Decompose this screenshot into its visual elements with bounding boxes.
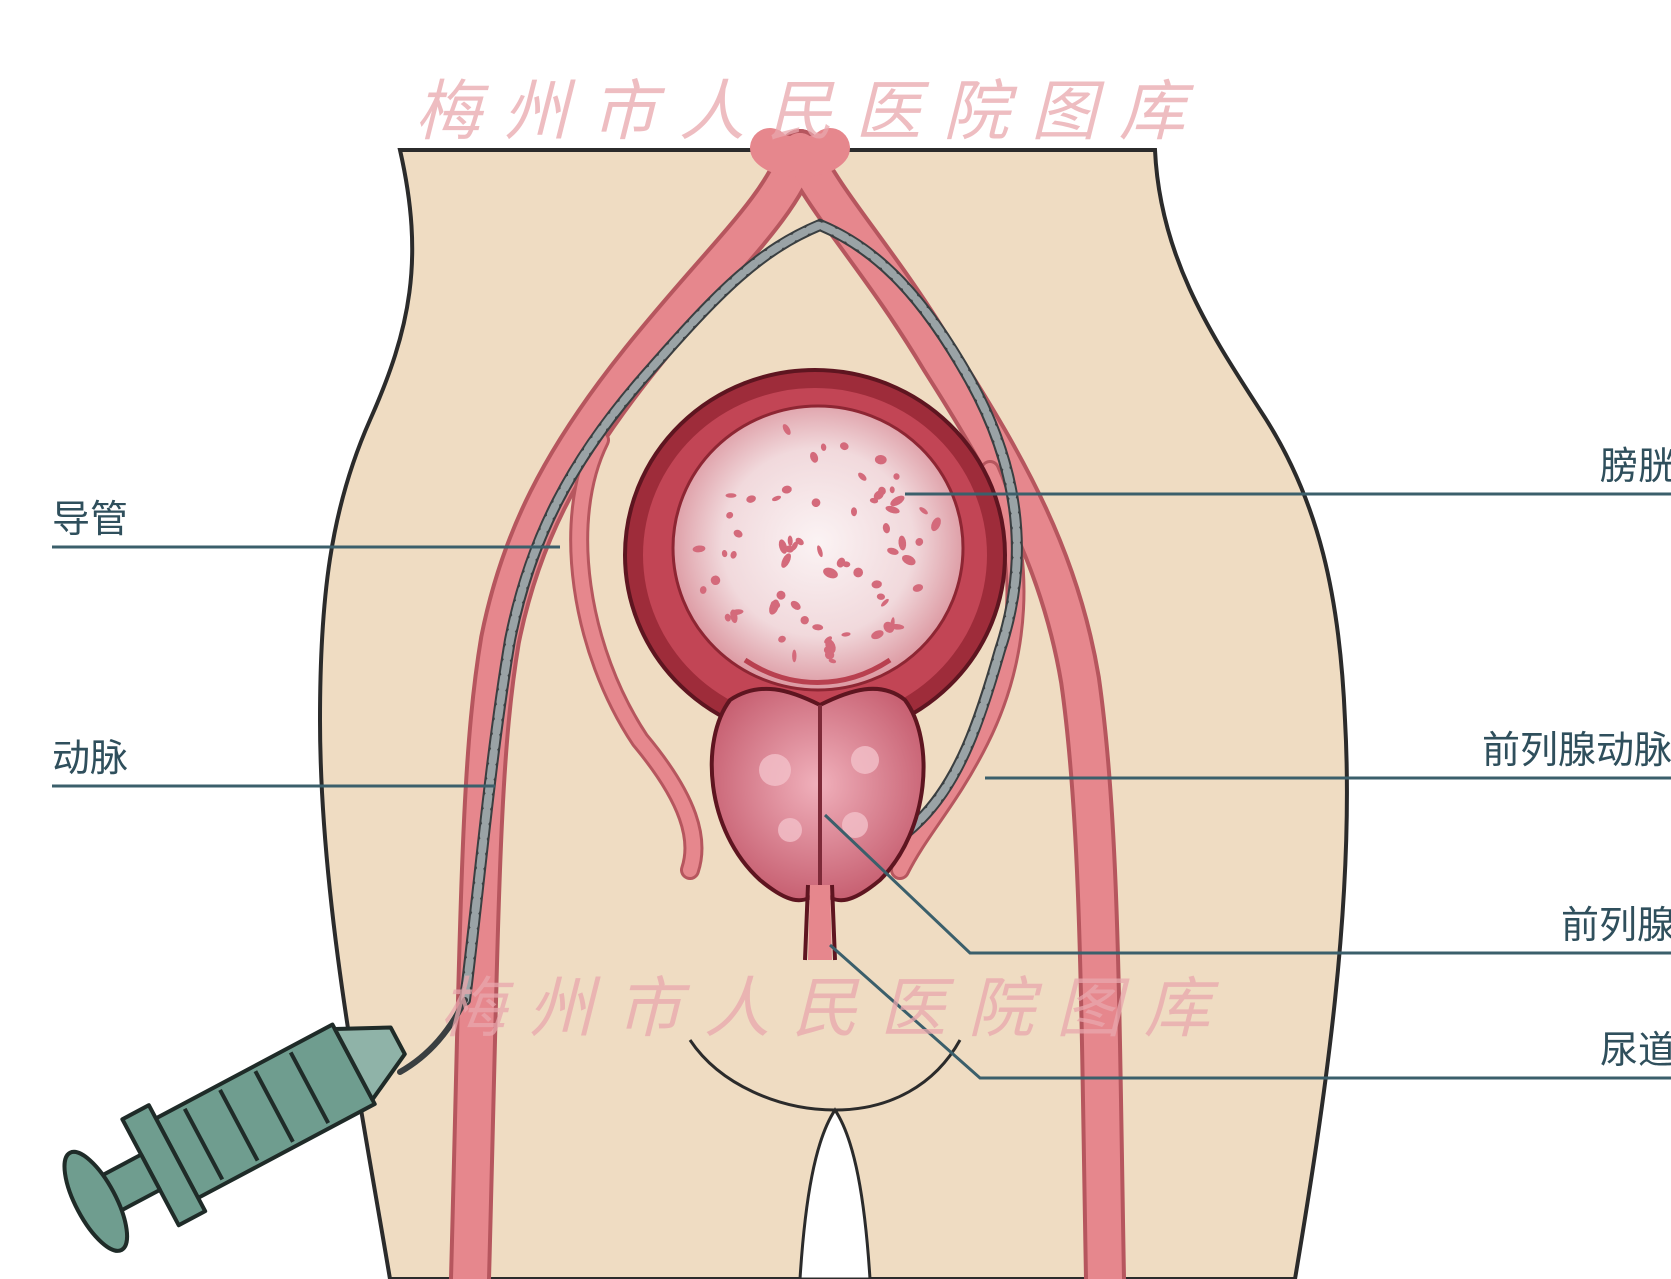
label-catheter: 导管 xyxy=(52,500,128,538)
watermark-top: 梅州市人民医院图库 xyxy=(415,58,1207,154)
label-bladder: 膀胱 xyxy=(1600,447,1671,485)
label-prostatic-artery: 前列腺动脉 xyxy=(1482,731,1671,769)
label-artery: 动脉 xyxy=(52,739,128,777)
urethra xyxy=(805,885,835,960)
label-urethra: 尿道 xyxy=(1600,1031,1671,1069)
label-prostate: 前列腺 xyxy=(1561,906,1671,944)
bladder xyxy=(625,370,1005,740)
mucosa-spot xyxy=(792,650,796,663)
watermark-bottom: 梅州市人民医院图库 xyxy=(440,955,1232,1051)
mucosa-spot xyxy=(726,493,737,498)
